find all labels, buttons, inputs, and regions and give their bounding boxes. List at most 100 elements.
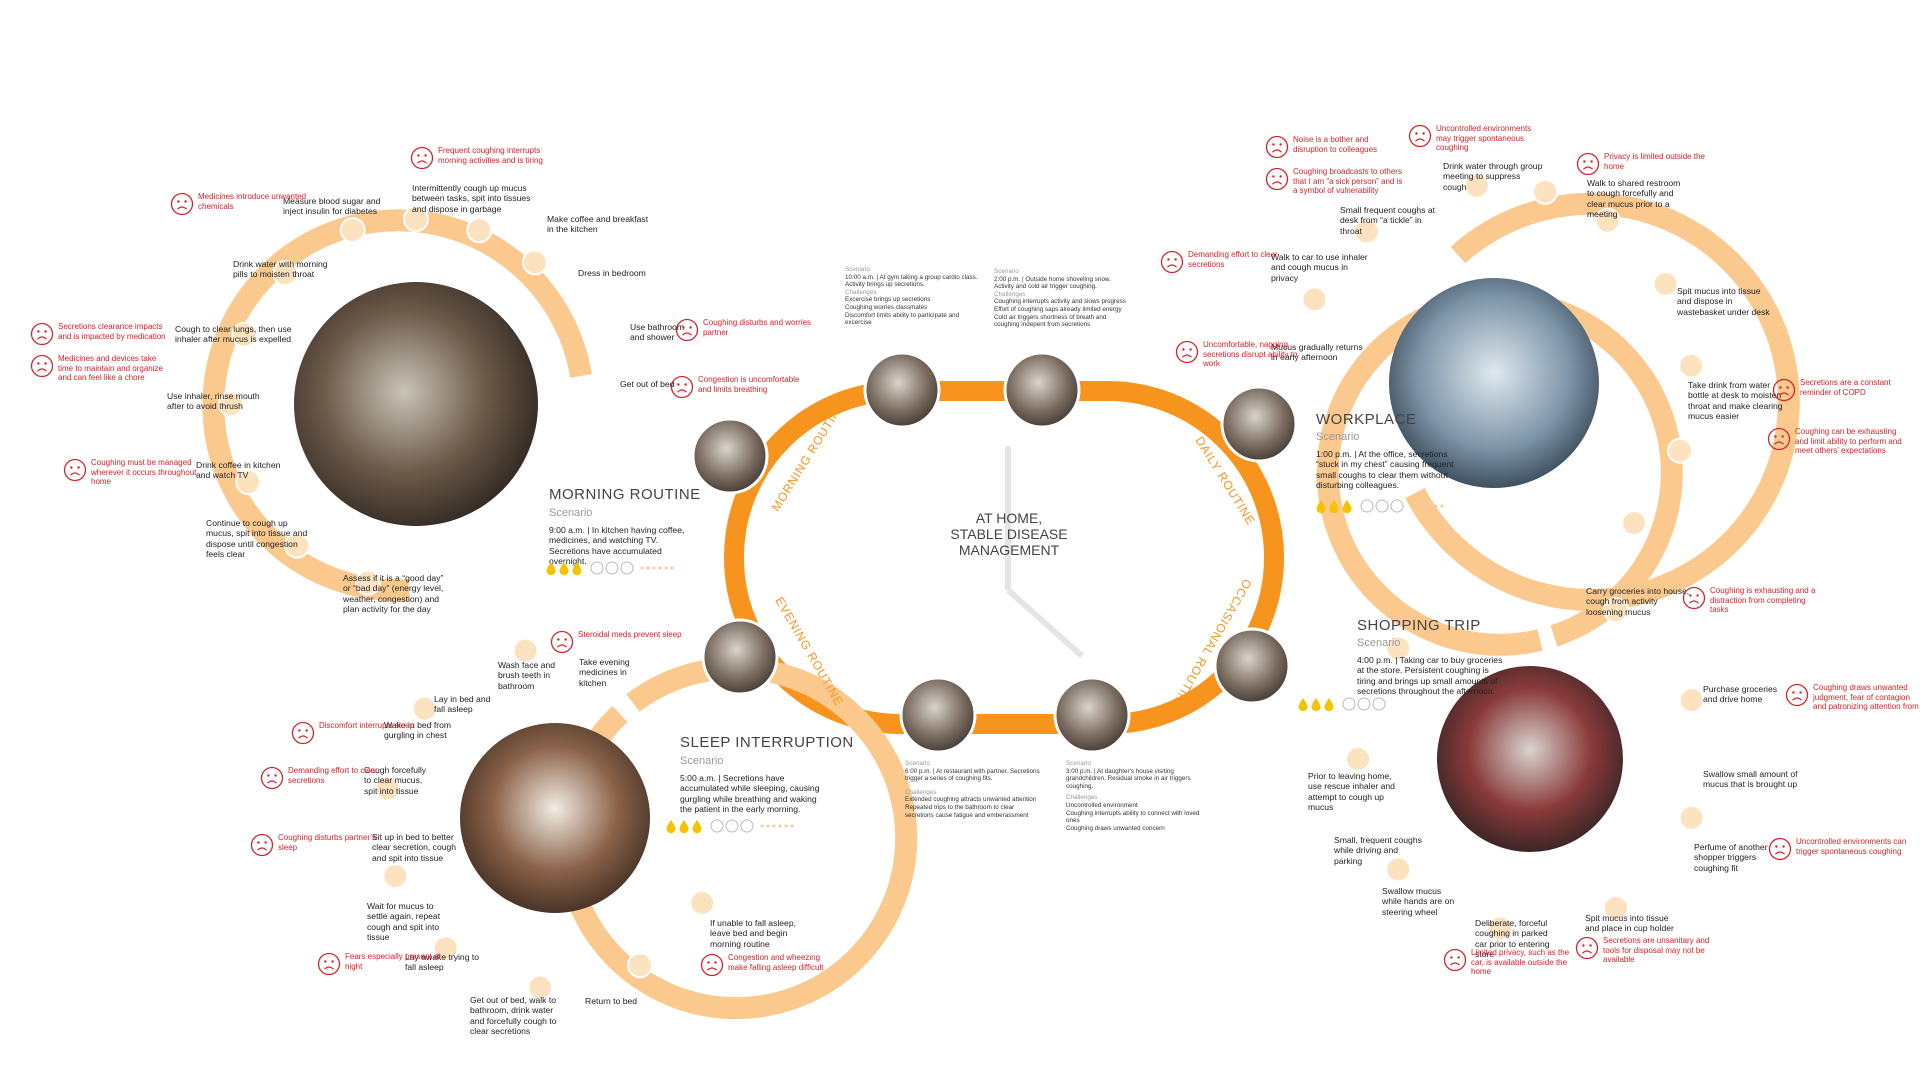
sleep-pain-point: Discomfort interrupts sleep [291,721,431,761]
morning-step-node [339,217,366,244]
pain-point-text: Medicines introduce unwanted chemicals [198,192,307,211]
snow-photo [1003,351,1081,429]
morning-photo [294,282,538,526]
drop-icon [572,562,582,576]
sleep-step: Lay awake trying to fall asleep [405,952,480,973]
daughter-challenges: Uncontrolled environment Coughing interr… [1066,801,1200,832]
morning-step: Assess if it is a “good day” or “bad day… [343,573,444,615]
pain-point-text: Uncontrolled environments may trigger sp… [1436,124,1532,153]
face-icon [1372,697,1386,711]
morning-step: Drink water with morning pills to moiste… [233,259,328,280]
daughter-scenario-text: 3:00 p.m. | At daughter's house visiting… [1066,767,1191,790]
pain-point-text: Frequent coughing interrupts morning act… [438,146,543,165]
center-line-2: STABLE DISEASE [950,526,1068,542]
pain-point-text: Congestion and wheezing make falling asl… [728,953,824,972]
rating-dot [766,824,770,828]
sleep-step-node [627,952,653,979]
face-icon [1375,499,1389,513]
morning-step: Cough to clear lungs, then use inhaler a… [175,324,292,345]
pain-point-text: Fears especially present at night [345,952,441,971]
frown-icon [1160,250,1184,274]
gym-challenges: Excercise brings up secretions Coughing … [845,296,960,327]
drop-icon [1324,698,1334,712]
shopping-step-node [1345,746,1371,772]
rating-dot [640,566,644,570]
frown-icon [1767,427,1791,451]
morning-step: Dress in bedroom [578,268,646,278]
daily-track-photo [1220,385,1298,463]
frown-icon [30,354,54,378]
frown-icon [550,630,574,654]
pain-point-text: Demanding effort to clear secretions [288,766,378,785]
frown-icon [1576,152,1600,176]
shopping-step: Purchase groceries and drive home [1703,684,1778,705]
step-nodes [218,172,1705,1001]
sleep-step: If unable to fall asleep, leave bed and … [710,918,796,949]
sleep-step-node [432,935,459,962]
sleep-step-node [382,863,409,890]
evening-track-photo [701,618,779,696]
morning-step-node [272,260,299,287]
gym-scenario-label: Scenario [845,266,870,273]
shopping-photo [1437,666,1623,852]
workplace-pain-point: Privacy is limited outside the home [1576,152,1716,192]
workplace-step-node [1301,286,1328,313]
shopping-step-node [1678,804,1705,831]
workplace-step-node [1532,178,1559,205]
rating-dot [670,566,674,570]
sleep-pain-point: Fears especially present at night [317,952,457,992]
frown-icon [1175,340,1199,364]
shopping-step-node [1603,894,1629,921]
frown-icon [410,146,434,170]
workplace-step: Mucus gradually returns in early afterno… [1271,342,1363,363]
morning-pain-point: Coughing disturbs and worries partner [675,318,815,358]
shopping-step-node [1385,856,1412,883]
workplace-pain-point: Coughing broadcasts to others that I am … [1265,167,1405,207]
gym-scenario: Scenario 10:00 a.m. | At gym taking a gr… [845,266,980,327]
morning-step-node [466,217,493,244]
pain-point-text: Coughing disturbs partner’s sleep [278,833,376,852]
workplace-photo [1389,278,1599,488]
frown-icon [30,322,54,346]
morning-pain-point: Coughing must be managed wherever it occ… [63,458,203,498]
face-icon [1357,697,1371,711]
sleep-step-node [527,974,554,1001]
frown-icon [1682,586,1706,610]
morning-pain-point: Congestion is uncomfortable and limits b… [670,375,810,415]
drop-icon [1311,698,1321,712]
sleep-title: SLEEP INTERRUPTION [680,734,854,751]
pain-point-text: Noise is a bother and disruption to coll… [1293,135,1378,154]
frown-icon [250,833,274,857]
frown-icon [1265,135,1289,159]
shopping-step: Swallow mucus while hands are on steerin… [1382,886,1455,917]
frown-icon [291,721,315,745]
rating-dot [664,566,668,570]
sleep-step: Wash face and brush teeth in bathroom [498,660,556,691]
morning-step: Drink coffee in kitchen and watch TV [196,460,281,481]
sleep-rating [666,819,794,834]
frown-icon [1785,683,1809,707]
shopping-pain-point: Uncontrolled environments can trigger sp… [1768,837,1908,877]
frown-icon [260,766,284,790]
shopping-pain-point: Limited privacy, such as the car, is ava… [1443,948,1583,988]
workplace-step-node [1353,218,1380,245]
pain-point-text: Privacy is limited outside the home [1604,152,1705,171]
snow-scenario: Scenario 2:00 p.m. | Outside home shovel… [994,268,1129,329]
pain-point-text: Secretions clearance impacts and is impa… [58,322,166,341]
workplace-step: Walk to shared restroom to cough forcefu… [1587,178,1681,220]
frown-icon [63,458,87,482]
workplace-pain-point: Demanding effort to clear secretions [1160,250,1300,290]
shopping-step-node [1487,915,1514,942]
pain-point-text: Coughing is exhausting and a distraction… [1710,586,1816,615]
frown-icon [317,952,341,976]
morning-step-node [403,206,429,232]
sleep-step: Sit up in bed to better clear secretion,… [372,832,457,863]
pain-point-text: Uncomfortable, nagging secretions disrup… [1203,340,1298,369]
drop-icon [546,562,556,576]
face-icon [1390,499,1404,513]
gym-scenario-text: 10:00 a.m. | At gym taking a group cardi… [845,273,978,289]
morning-step-node [284,532,311,559]
gym-photo [863,351,941,429]
shopping-step-node [1603,597,1629,624]
